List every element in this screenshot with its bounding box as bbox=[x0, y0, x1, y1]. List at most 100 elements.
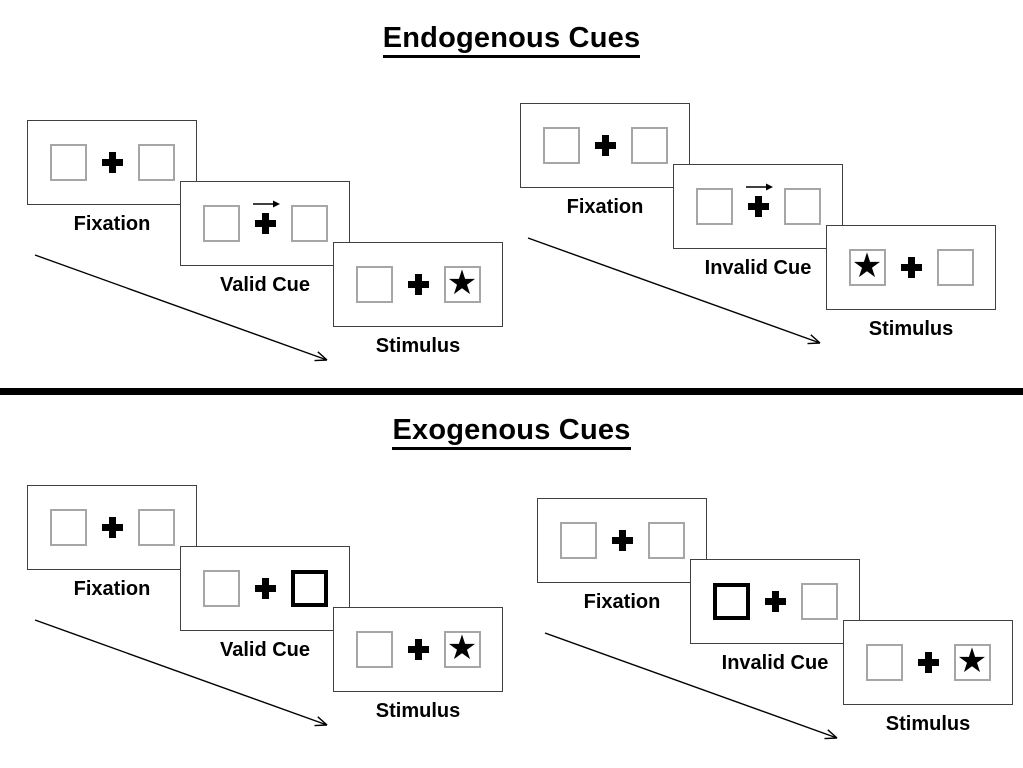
center-symbol bbox=[254, 578, 276, 599]
placeholder-box-right bbox=[137, 144, 175, 181]
section-divider-line bbox=[0, 388, 1023, 395]
star-icon: ★ bbox=[446, 264, 478, 302]
trial-card-valid-cue bbox=[180, 181, 350, 266]
fixation-cross-icon bbox=[254, 578, 276, 599]
trial-card-stimulus: ★ bbox=[333, 242, 503, 327]
card-content bbox=[559, 522, 685, 559]
trial-card-fixation bbox=[27, 120, 197, 205]
placeholder-box-left bbox=[865, 644, 903, 681]
trial-card-invalid-cue bbox=[690, 559, 860, 644]
cue-arrow-icon bbox=[745, 183, 773, 191]
placeholder-box-left bbox=[49, 144, 87, 181]
step-label: Invalid Cue bbox=[704, 257, 812, 279]
placeholder-box-right bbox=[936, 249, 974, 286]
card-content bbox=[202, 570, 328, 607]
step-label: Stimulus bbox=[885, 713, 971, 735]
trial-card-invalid-cue bbox=[673, 164, 843, 249]
center-symbol bbox=[900, 257, 922, 278]
step-label: Stimulus bbox=[868, 318, 954, 340]
center-symbol bbox=[764, 591, 786, 612]
trial-card-fixation bbox=[27, 485, 197, 570]
center-symbol bbox=[611, 530, 633, 551]
step-label: Fixation bbox=[566, 196, 644, 218]
placeholder-box-right bbox=[290, 205, 328, 242]
card-content bbox=[49, 509, 175, 546]
step-label: Stimulus bbox=[375, 335, 461, 357]
step-label: Valid Cue bbox=[219, 274, 311, 296]
placeholder-box-left bbox=[202, 570, 240, 607]
placeholder-box-left bbox=[49, 509, 87, 546]
exogenous-cue-box-left bbox=[712, 583, 750, 620]
center-symbol bbox=[745, 183, 773, 217]
stimulus-target-box-right: ★ bbox=[443, 629, 481, 668]
cue-arrow-icon bbox=[252, 200, 280, 208]
center-symbol bbox=[252, 200, 280, 234]
card-content bbox=[542, 127, 668, 164]
trial-card-fixation bbox=[520, 103, 690, 188]
star-icon: ★ bbox=[956, 642, 988, 680]
fixation-cross-icon bbox=[594, 135, 616, 156]
fixation-cross-icon bbox=[917, 652, 939, 673]
card-content bbox=[49, 144, 175, 181]
endogenous-section-title: Endogenous Cues bbox=[0, 22, 1023, 58]
step-label: Stimulus bbox=[375, 700, 461, 722]
step-label: Fixation bbox=[73, 213, 151, 235]
star-icon: ★ bbox=[446, 629, 478, 667]
trial-card-stimulus: ★ bbox=[826, 225, 996, 310]
stimulus-target-box-right: ★ bbox=[953, 642, 991, 681]
fixation-cross-icon bbox=[764, 591, 786, 612]
placeholder-box-right bbox=[783, 188, 821, 225]
time-arrow-icon bbox=[34, 619, 328, 727]
placeholder-box-right bbox=[800, 583, 838, 620]
step-label: Invalid Cue bbox=[721, 652, 829, 674]
center-symbol bbox=[101, 152, 123, 173]
trial-card-stimulus: ★ bbox=[333, 607, 503, 692]
center-symbol bbox=[101, 517, 123, 538]
fixation-cross-icon bbox=[611, 530, 633, 551]
placeholder-box-left bbox=[695, 188, 733, 225]
step-label: Valid Cue bbox=[219, 639, 311, 661]
card-content bbox=[695, 183, 821, 225]
step-label: Fixation bbox=[73, 578, 151, 600]
card-content: ★ bbox=[848, 247, 974, 286]
card-content bbox=[202, 200, 328, 242]
placeholder-box-left bbox=[559, 522, 597, 559]
time-arrow-icon bbox=[34, 254, 328, 362]
time-arrow-icon bbox=[527, 237, 821, 345]
endogenous-section-title-text: Endogenous Cues bbox=[382, 22, 641, 58]
center-symbol bbox=[917, 652, 939, 673]
exogenous-section-title-text: Exogenous Cues bbox=[392, 414, 631, 450]
center-symbol bbox=[594, 135, 616, 156]
star-icon: ★ bbox=[851, 247, 883, 285]
placeholder-box-left bbox=[542, 127, 580, 164]
placeholder-box-right bbox=[137, 509, 175, 546]
placeholder-box-right bbox=[630, 127, 668, 164]
time-arrow-icon bbox=[544, 632, 838, 740]
card-content: ★ bbox=[355, 629, 481, 668]
placeholder-box-right bbox=[647, 522, 685, 559]
fixation-cross-icon bbox=[407, 274, 429, 295]
fixation-cross-icon bbox=[101, 517, 123, 538]
placeholder-box-left bbox=[355, 266, 393, 303]
card-content: ★ bbox=[355, 264, 481, 303]
center-symbol bbox=[407, 274, 429, 295]
fixation-cross-icon bbox=[900, 257, 922, 278]
trial-card-stimulus: ★ bbox=[843, 620, 1013, 705]
stimulus-target-box-right: ★ bbox=[443, 264, 481, 303]
fixation-cross-icon bbox=[407, 639, 429, 660]
placeholder-box-left bbox=[355, 631, 393, 668]
fixation-cross-icon bbox=[747, 196, 769, 217]
fixation-cross-icon bbox=[101, 152, 123, 173]
card-content bbox=[712, 583, 838, 620]
fixation-cross-icon bbox=[254, 213, 276, 234]
placeholder-box-left bbox=[202, 205, 240, 242]
center-symbol bbox=[407, 639, 429, 660]
trial-card-valid-cue bbox=[180, 546, 350, 631]
card-content: ★ bbox=[865, 642, 991, 681]
exogenous-section-title: Exogenous Cues bbox=[0, 414, 1023, 450]
exogenous-cue-box-right bbox=[290, 570, 328, 607]
